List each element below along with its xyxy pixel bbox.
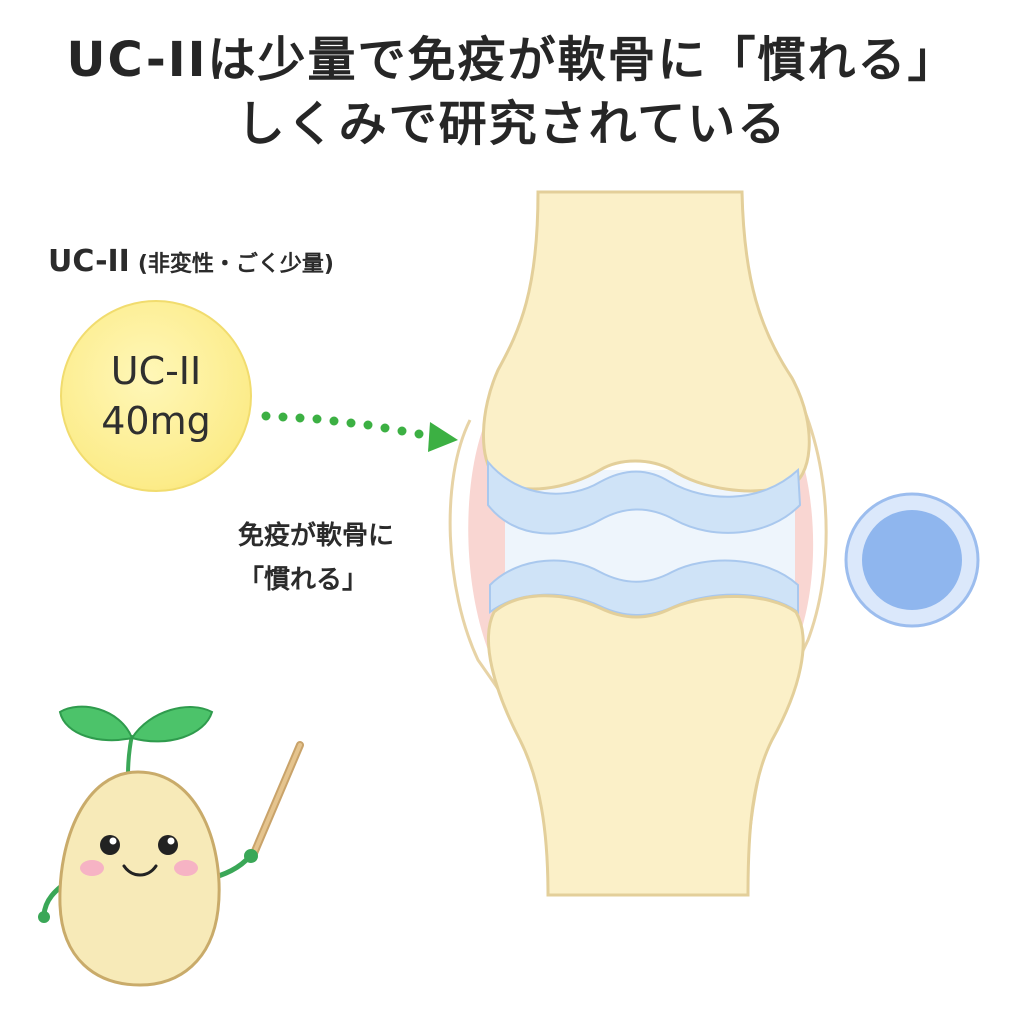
knee-joint	[448, 190, 828, 897]
dose-amount: 40mg	[101, 399, 211, 443]
immune-cell-icon	[844, 492, 980, 628]
pointer-stick-icon	[248, 741, 304, 862]
title-line-2: しくみで研究されている	[236, 96, 788, 152]
dose-circle: UC-II 40mg	[60, 300, 252, 492]
tolerance-note-line-2: 「慣れる」	[238, 565, 369, 595]
dose-name: UC-II	[110, 349, 202, 393]
dotted-arrow-icon	[261, 411, 458, 452]
tolerance-note-line-1: 免疫が軟骨に	[238, 521, 395, 551]
ingredient-label: UC-II (非変性・ごく少量)	[48, 244, 334, 279]
tolerance-note: 免疫が軟骨に 「慣れる」	[238, 514, 394, 602]
sprout-mascot-icon	[38, 705, 258, 987]
title-line-1: UC-IIは少量で免疫が軟骨に「慣れる」	[66, 32, 958, 88]
page-title: UC-IIは少量で免疫が軟骨に「慣れる」 しくみで研究されている	[0, 28, 1024, 156]
ingredient-name: UC-II	[48, 244, 130, 279]
ingredient-note: (非変性・ごく少量)	[137, 252, 334, 277]
